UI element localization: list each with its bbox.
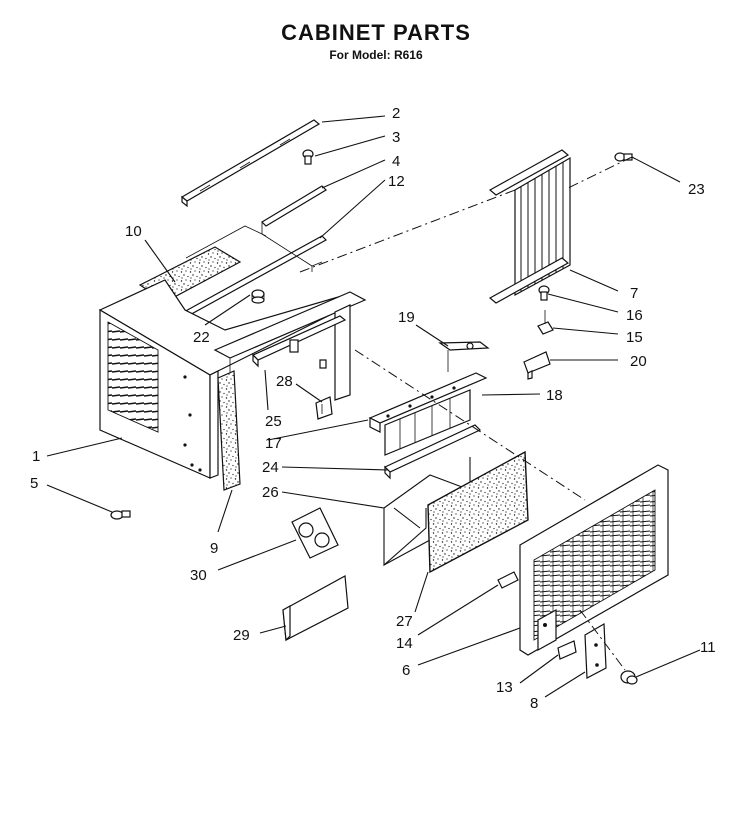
callout-10: 10	[125, 223, 142, 240]
part-28-clip	[315, 396, 333, 420]
callout-11: 11	[700, 639, 716, 656]
part-15-clip	[537, 310, 554, 335]
model-subtitle: For Model: R616	[329, 48, 423, 62]
callout-labels: 2 3 4 12 10 22 1 5 9 30 29 25 28 17 24 2…	[30, 105, 716, 712]
diagram-title: CABINET PARTS	[281, 20, 471, 45]
callout-3: 3	[392, 129, 400, 146]
part-25-rail	[251, 315, 347, 368]
part-24-bar	[383, 424, 482, 480]
part-3-screw	[302, 149, 314, 165]
callout-17: 17	[265, 435, 282, 452]
part-20-bracket	[523, 351, 551, 380]
cabinet-rear-frame	[213, 291, 367, 401]
callout-18: 18	[546, 387, 563, 404]
part-26-wire-frame	[383, 457, 471, 567]
callout-5: 5	[30, 475, 38, 492]
callout-25: 25	[265, 413, 282, 430]
callout-8: 8	[530, 695, 538, 712]
callout-24: 24	[262, 459, 279, 476]
callout-22: 22	[193, 329, 210, 346]
part-2-top-rail	[180, 119, 321, 208]
part-19-shaft	[438, 341, 490, 372]
callout-16: 16	[626, 307, 643, 324]
part-14-lever	[497, 571, 519, 589]
part-16-screw	[538, 285, 550, 301]
part-27-filter	[427, 450, 529, 574]
callout-27: 27	[396, 613, 413, 630]
callout-29: 29	[233, 627, 250, 644]
callout-23: 23	[688, 181, 705, 198]
top-panel-outline	[185, 225, 323, 267]
callout-20: 20	[630, 353, 647, 370]
callout-30: 30	[190, 567, 207, 584]
part-4-bracket	[261, 185, 327, 237]
part-23-screw	[614, 152, 633, 162]
part-7-rear-grille	[488, 149, 571, 304]
part-9-side-insulation	[217, 370, 241, 491]
part-5-screw	[110, 510, 131, 520]
callout-14: 14	[396, 635, 413, 652]
assembly-lines	[299, 156, 633, 671]
callout-15: 15	[626, 329, 643, 346]
callout-6: 6	[402, 662, 410, 679]
leader-lines	[46, 115, 701, 698]
callout-19: 19	[398, 309, 415, 326]
part-13-clip	[557, 640, 577, 660]
part-29-panel	[282, 575, 349, 642]
part-18-control-housing	[368, 372, 488, 456]
callout-26: 26	[262, 484, 279, 501]
callout-13: 13	[496, 679, 513, 696]
callout-4: 4	[392, 153, 400, 170]
callout-12: 12	[388, 173, 405, 190]
part-1-cabinet	[98, 279, 362, 479]
part-30-shroud	[291, 507, 339, 559]
callout-7: 7	[630, 285, 638, 302]
callout-9: 9	[210, 540, 218, 557]
callout-28: 28	[276, 373, 293, 390]
callout-1: 1	[32, 448, 40, 465]
part-6-front-grille	[519, 464, 669, 656]
part-8-access-panel	[584, 622, 607, 679]
callout-2: 2	[392, 105, 400, 122]
part-11-knob	[620, 670, 638, 685]
